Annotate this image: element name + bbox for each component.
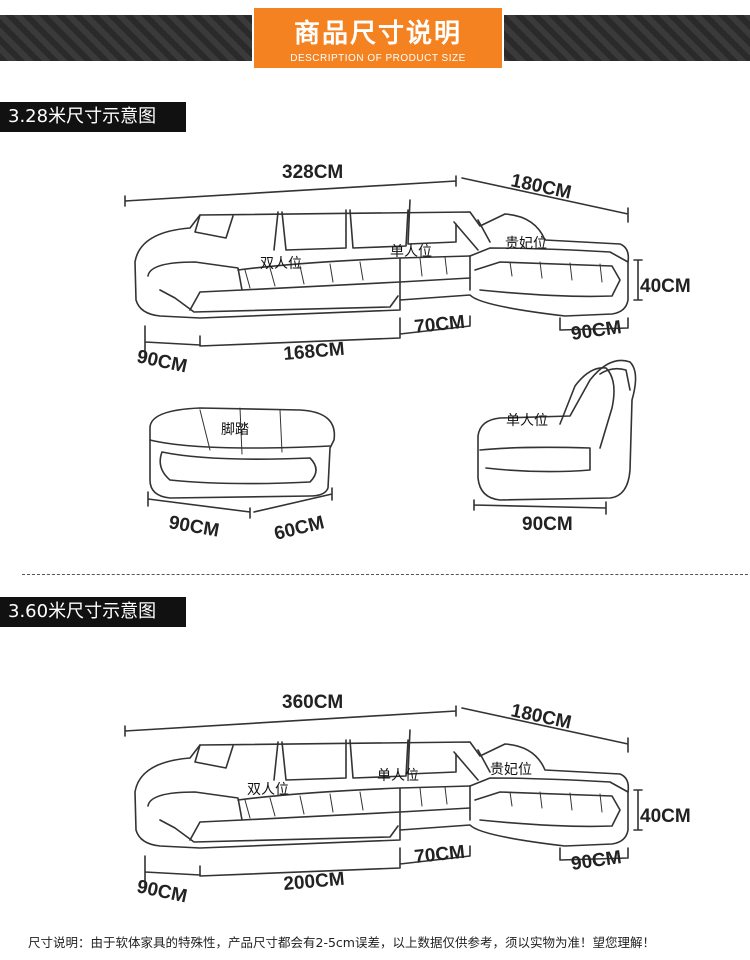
banner-title: 商品尺寸说明 (293, 19, 462, 49)
s1-chair-width: 90CM (522, 514, 573, 535)
dim-line-total (124, 175, 457, 207)
dim-line-chaise (461, 177, 629, 223)
sofa2-outline (134, 741, 630, 849)
section-divider (22, 574, 748, 575)
s1-label-single: 单人位 (390, 244, 432, 260)
banner-title-box: 商品尺寸说明 DESCRIPTION OF PRODUCT SIZE (252, 6, 504, 70)
s2-dim-total: 360CM (282, 692, 343, 713)
sofa1-outline (134, 211, 630, 319)
s2-dim-height: 40CM (640, 806, 691, 827)
header-banner: 商品尺寸说明 DESCRIPTION OF PRODUCT SIZE (0, 0, 750, 78)
section1-heading: 3.28米尺寸示意图 (0, 102, 186, 132)
s2-dim-chaise-length: 180CM (509, 700, 573, 733)
s2-dim-depth: 90CM (135, 876, 189, 907)
s2-label-double: 双人位 (247, 782, 289, 798)
s2-label-single: 单人位 (377, 768, 419, 784)
s2-label-chaise: 贵妃位 (490, 762, 532, 778)
section2-heading: 3.60米尺寸示意图 (0, 597, 186, 627)
s1-label-double: 双人位 (260, 256, 302, 272)
s1-dim-total: 328CM (282, 162, 343, 183)
s1-dim-height: 40CM (640, 276, 691, 297)
s1-label-chaise: 贵妃位 (505, 236, 547, 252)
single-chair-outline (477, 359, 637, 501)
s1-label-single-chair: 单人位 (506, 413, 548, 429)
banner-subtitle: DESCRIPTION OF PRODUCT SIZE (290, 53, 466, 64)
s2-dim-double-seat: 200CM (283, 869, 346, 895)
s1-label-ottoman: 脚踏 (221, 422, 249, 438)
s2-dim-chaise-width: 90CM (570, 847, 623, 875)
s2-dim-single-seat: 70CM (413, 842, 466, 868)
ottoman-outline (149, 407, 336, 499)
footer-note: 尺寸说明：由于软体家具的特殊性，产品尺寸都会有2-5cm误差，以上数据仅供参考，… (28, 935, 655, 950)
